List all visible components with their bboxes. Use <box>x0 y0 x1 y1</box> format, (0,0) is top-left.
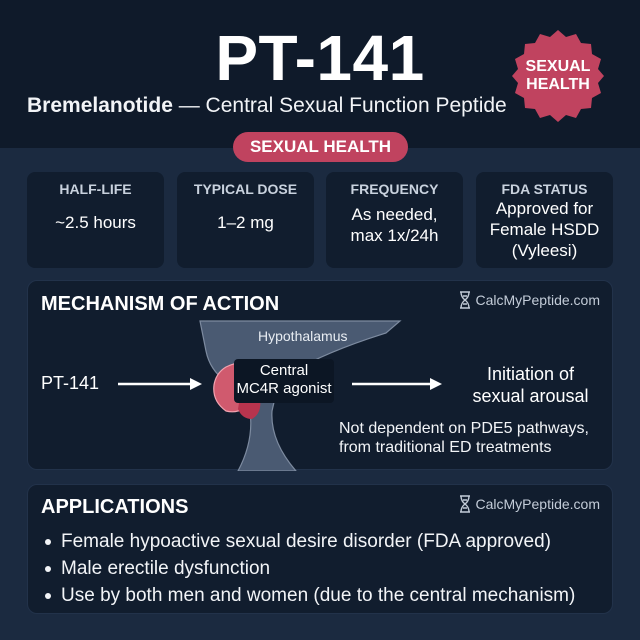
stat-card-fda-status: FDA STATUS Approved for Female HSDD (Vyl… <box>476 172 613 268</box>
page-title: PT-141 <box>215 22 425 94</box>
stat-label: TYPICAL DOSE <box>193 181 298 197</box>
mechanism-title: MECHANISM OF ACTION <box>41 293 280 315</box>
stat-value-line-3: (Vyleesi) <box>511 241 578 260</box>
receptor-label: Central MC4R agonist <box>234 362 334 398</box>
brand-watermark: CalcMyPeptide.com <box>458 291 601 309</box>
dna-hourglass-icon <box>459 495 470 513</box>
stat-label: HALF-LIFE <box>59 181 132 197</box>
dna-hourglass-icon <box>459 291 470 309</box>
applications-title: APPLICATIONS <box>41 496 189 518</box>
stat-value: 1–2 mg <box>217 213 274 232</box>
brand-watermark: CalcMyPeptide.com <box>458 495 601 513</box>
stat-value-line-2: max 1x/24h <box>350 226 439 245</box>
note-line-2: from traditional ED treatments <box>339 439 552 456</box>
stat-value-line-2: Female HSDD <box>489 220 600 239</box>
list-item: Use by both men and women (due to the ce… <box>41 582 575 609</box>
subtitle-compound-name: Bremelanotide <box>27 94 173 117</box>
brand-text: CalcMyPeptide.com <box>475 496 601 512</box>
seal-line-2: HEALTH <box>526 76 590 93</box>
header: PT-141 Bremelanotide — Central Sexual Fu… <box>0 0 640 148</box>
mechanism-note: Not dependent on PDE5 pathways, from tra… <box>339 419 589 457</box>
applications-panel: APPLICATIONS CalcMyPeptide.com Female hy… <box>27 484 613 614</box>
stat-label: FREQUENCY <box>350 181 439 197</box>
seal-text: SEXUAL HEALTH <box>510 58 606 94</box>
list-item: Male erectile dysfunction <box>41 555 575 582</box>
outcome-line-2: sexual arousal <box>472 386 589 406</box>
page-subtitle: Bremelanotide — Central Sexual Function … <box>27 93 507 119</box>
stat-card-typical-dose: TYPICAL DOSE 1–2 mg <box>177 172 314 268</box>
input-compound-label: PT-141 <box>41 373 100 393</box>
stat-label: FDA STATUS <box>501 181 588 197</box>
mechanism-panel: MECHANISM OF ACTION CalcMyPeptide.com Hy… <box>27 280 613 471</box>
outcome-label: Initiation of sexual arousal <box>458 363 603 407</box>
category-pill: SEXUAL HEALTH <box>233 132 408 162</box>
applications-list: Female hypoactive sexual desire disorder… <box>41 528 575 609</box>
brand-text: CalcMyPeptide.com <box>475 292 601 308</box>
hypothalamus-diagram-icon <box>118 320 442 471</box>
stat-card-half-life: HALF-LIFE ~2.5 hours <box>27 172 164 268</box>
stat-card-frequency: FREQUENCY As needed, max 1x/24h <box>326 172 463 268</box>
receptor-line-1: Central <box>259 362 309 379</box>
stat-value-line-1: Approved for <box>495 199 594 218</box>
seal-line-1: SEXUAL <box>525 58 591 75</box>
list-item: Female hypoactive sexual desire disorder… <box>41 528 575 555</box>
receptor-line-2: MC4R agonist <box>236 380 332 397</box>
category-seal-badge: SEXUAL HEALTH <box>510 28 606 124</box>
hypothalamus-label: Hypothalamus <box>258 328 348 344</box>
stat-value: ~2.5 hours <box>55 213 136 232</box>
stats-row: HALF-LIFE ~2.5 hours TYPICAL DOSE 1–2 mg… <box>27 172 613 268</box>
stat-value-line-1: As needed, <box>351 205 438 224</box>
subtitle-description: — Central Sexual Function Peptide <box>172 94 507 117</box>
note-line-1: Not dependent on PDE5 pathways, <box>339 420 589 437</box>
outcome-line-1: Initiation of <box>486 364 575 384</box>
seal-shape-icon <box>512 30 604 122</box>
